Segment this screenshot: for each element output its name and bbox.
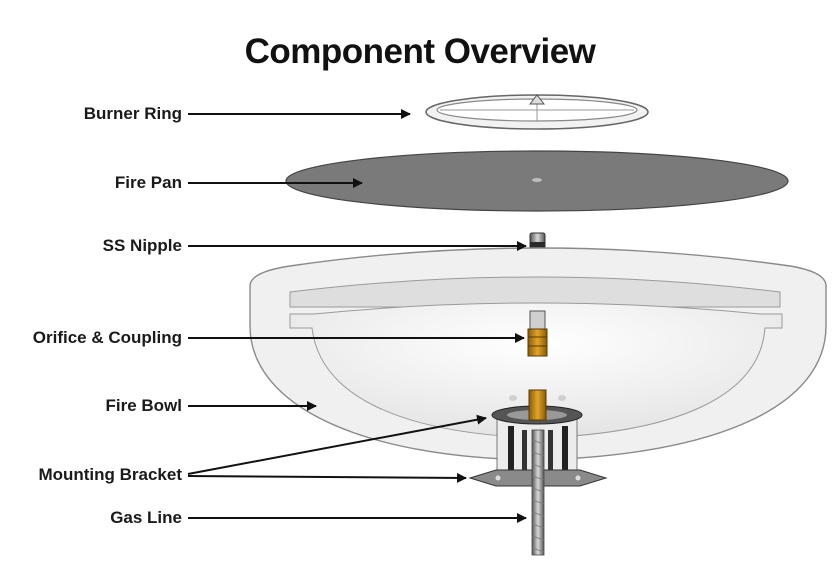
label-burner-ring: Burner Ring [83,104,182,123]
label-gas-line: Gas Line [110,508,182,527]
label-mounting-bracket: Mounting Bracket [38,465,182,484]
gas-line-part [531,429,545,556]
arrow-mounting-bracket-upper [187,414,487,475]
burner-ring-part [425,94,649,130]
label-fire-bowl: Fire Bowl [105,396,182,415]
label-ss-nipple: SS Nipple [102,236,182,255]
fire-pan-part [285,150,789,212]
label-orifice-coupling: Orifice & Coupling [32,328,182,347]
orifice-coupling-part [527,310,548,357]
arrow-mounting-bracket-lower [187,472,467,483]
page-title: Component Overview [244,32,596,71]
label-fire-pan: Fire Pan [114,173,182,192]
